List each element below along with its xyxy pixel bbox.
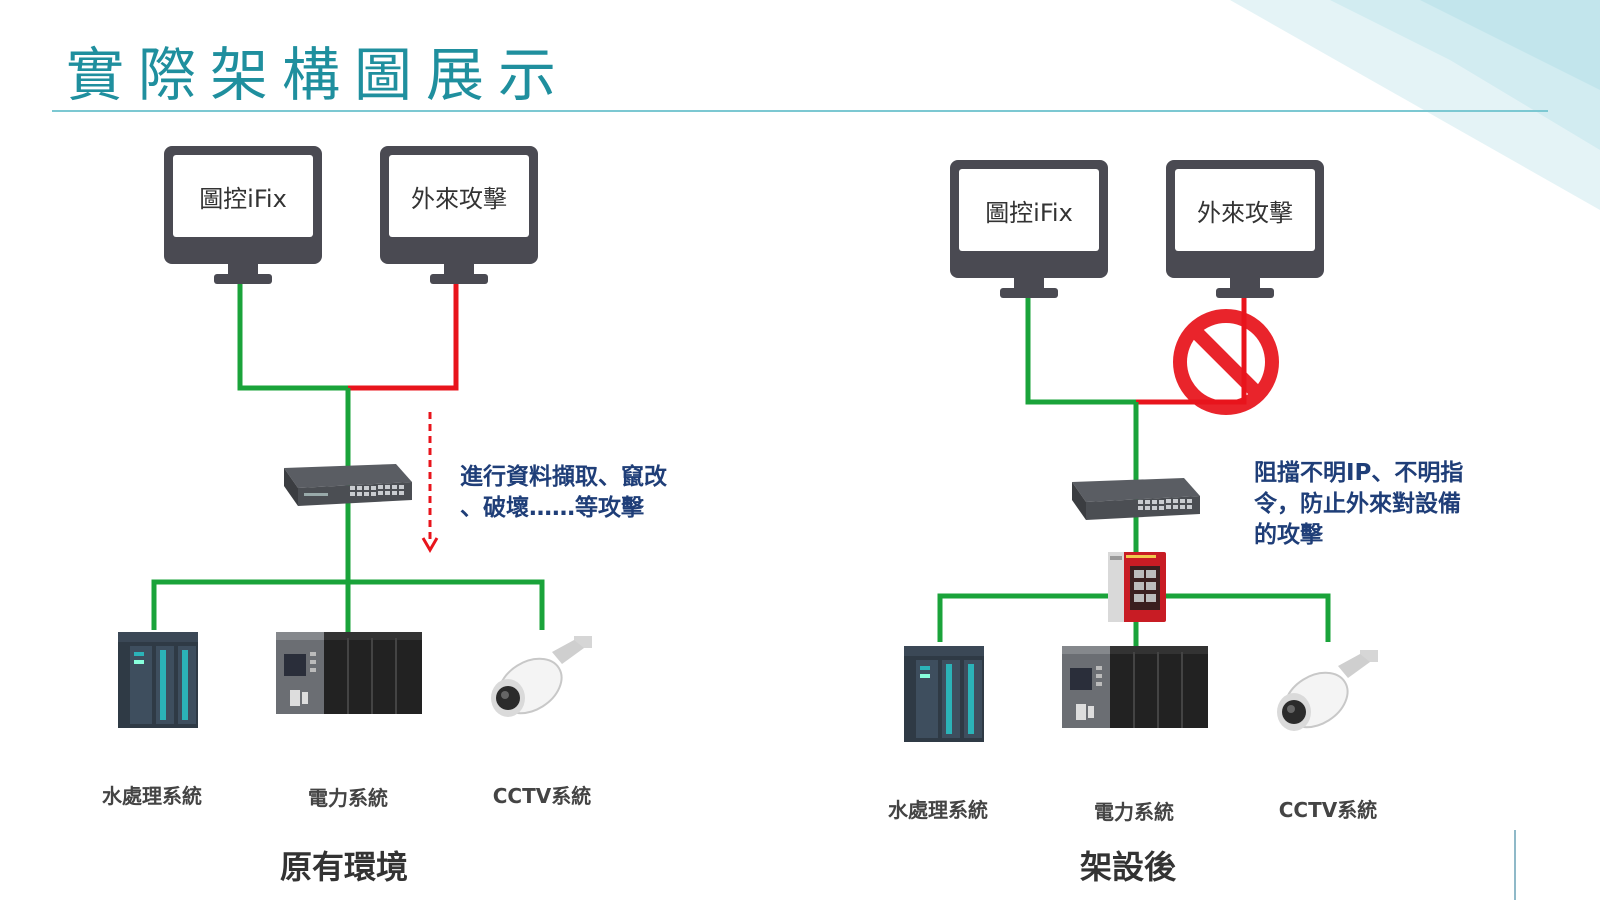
side-divider xyxy=(1514,830,1516,900)
cctv-system-label: CCTV系統 xyxy=(1278,798,1378,822)
note-line: 令，防止外來對設備 xyxy=(1254,491,1461,517)
original-environment-panel: 圖控iFix 外來攻擊 進行資料擷取、竄改 、破壞……等攻擊 水處理系統 電力系… xyxy=(102,146,667,886)
title-underline xyxy=(52,110,1548,112)
note-line: 阻擋不明IP、不明指 xyxy=(1254,460,1464,486)
original-environment-caption: 原有環境 xyxy=(279,848,408,886)
plc-icon xyxy=(118,632,198,728)
ifix-monitor: 圖控iFix xyxy=(950,160,1108,300)
note-line: 進行資料擷取、竄改 xyxy=(460,464,667,490)
monitor-icon: 外來攻擊 xyxy=(380,146,538,264)
attack-link xyxy=(348,282,459,391)
ifix-link xyxy=(1025,296,1136,405)
protection-note: 阻擋不明IP、不明指 令，防止外來對設備 的攻擊 xyxy=(1254,458,1463,551)
cctv-system-label: CCTV系統 xyxy=(492,784,592,808)
cctv-camera-icon xyxy=(1277,650,1378,731)
original-network-lines xyxy=(118,282,592,728)
network-switch-icon xyxy=(284,464,412,506)
monitor-label: 外來攻擊 xyxy=(1197,198,1293,227)
monitor-icon: 外來攻擊 xyxy=(1166,160,1324,278)
power-system-label: 電力系統 xyxy=(1094,800,1174,824)
firewall-icon xyxy=(1108,552,1166,622)
page-title: 實際架構圖展示 xyxy=(66,41,571,109)
monitor-label: 圖控iFix xyxy=(985,198,1073,227)
attack-monitor: 外來攻擊 xyxy=(1166,160,1324,300)
after-deployment-panel: 圖控iFix 外來攻擊 阻擋不明IP、不明指 令，防止外來對設備 的攻擊 水處理… xyxy=(786,0,1586,900)
power-system-label: 電力系統 xyxy=(308,786,388,810)
power-system-icon xyxy=(276,632,422,714)
ifix-link xyxy=(237,282,348,391)
no-entry-icon xyxy=(1173,309,1279,415)
attack-note: 進行資料擷取、竄改 、破壞……等攻擊 xyxy=(460,462,667,524)
cctv-camera-icon xyxy=(491,636,592,717)
ifix-monitor: 圖控iFix xyxy=(164,146,322,286)
protected-network-lines xyxy=(904,296,1378,742)
note-line: 的攻擊 xyxy=(1254,522,1323,548)
power-system-icon xyxy=(1062,646,1208,728)
plc-icon xyxy=(904,646,984,742)
water-system-label: 水處理系統 xyxy=(102,784,202,808)
note-line: 、破壞……等攻擊 xyxy=(460,495,644,521)
monitor-icon: 圖控iFix xyxy=(164,146,322,264)
monitor-icon: 圖控iFix xyxy=(950,160,1108,278)
water-system-label: 水處理系統 xyxy=(888,798,988,822)
monitor-label: 圖控iFix xyxy=(199,184,287,213)
after-deployment-caption: 架設後 xyxy=(1079,848,1176,886)
attack-monitor: 外來攻擊 xyxy=(380,146,538,286)
network-switch-icon xyxy=(1072,478,1200,520)
monitor-label: 外來攻擊 xyxy=(411,184,507,213)
